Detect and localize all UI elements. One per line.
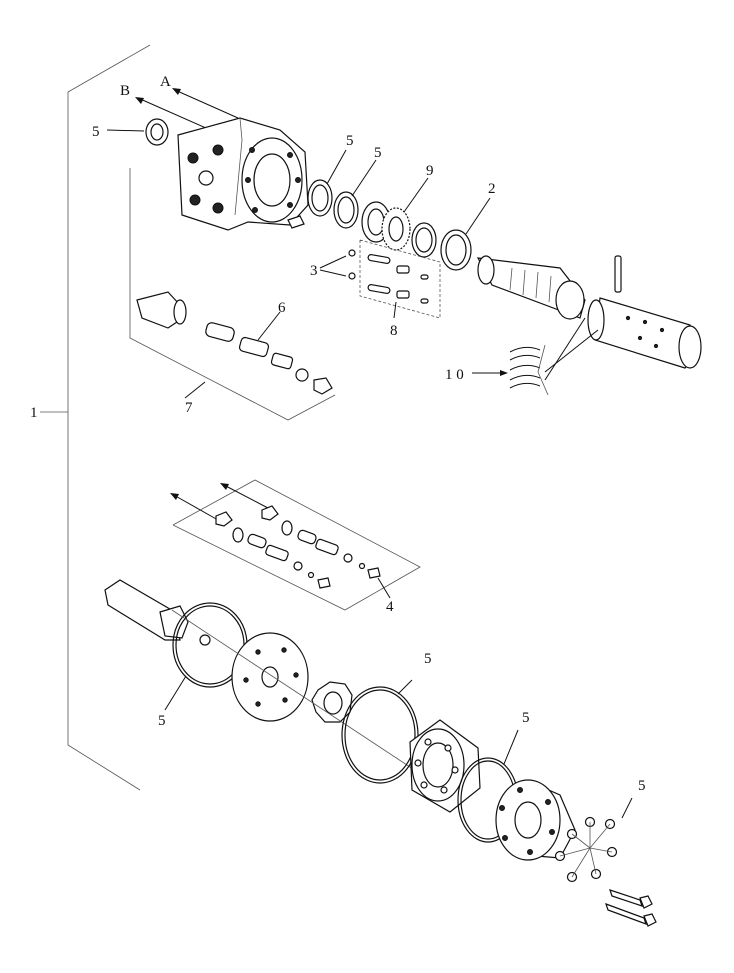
arrow-label-a: A (160, 74, 171, 90)
lower-assembly-right (341, 679, 576, 861)
upper-leader-lines (326, 149, 491, 235)
callout-5-lower-left: 5 (158, 713, 166, 729)
callout-3: 3 (310, 263, 318, 279)
callout-1: 1 (30, 405, 38, 421)
centering-springs (472, 344, 549, 396)
callout-8: 8 (390, 323, 398, 339)
spool-and-sleeve (476, 255, 702, 381)
callout-5-lower-mid: 5 (424, 651, 432, 667)
arrow-label-b: B (120, 83, 130, 99)
pins-and-balls (319, 239, 441, 319)
callout-2: 2 (488, 181, 496, 197)
callout-9: 9 (426, 163, 434, 179)
callout-6: 6 (278, 300, 286, 316)
motor-housing (177, 117, 309, 231)
seal-top-left (106, 118, 169, 146)
callout-5-lower-right: 5 (522, 710, 530, 726)
drive-shaft (104, 579, 189, 641)
callout-7: 7 (185, 400, 193, 416)
callout-5-bolts: 5 (638, 778, 646, 794)
callout-10: 1 0 (445, 367, 464, 383)
callout-labels: A B 1 2 3 4 5 5 5 5 5 5 5 6 7 8 9 1 0 (30, 74, 646, 794)
callout-5-ring2: 5 (374, 145, 382, 161)
assembly-bracket (40, 44, 151, 791)
relief-valve-group (129, 168, 336, 421)
check-valve-group (170, 479, 421, 611)
callout-5-top-left: 5 (92, 124, 100, 140)
port-arrows (135, 88, 239, 133)
callout-5-ring1: 5 (346, 133, 354, 149)
lower-assembly-left (164, 602, 461, 801)
callout-4: 4 (386, 599, 394, 615)
seal-rings-row (307, 179, 472, 271)
bolts-and-washers (554, 797, 657, 927)
